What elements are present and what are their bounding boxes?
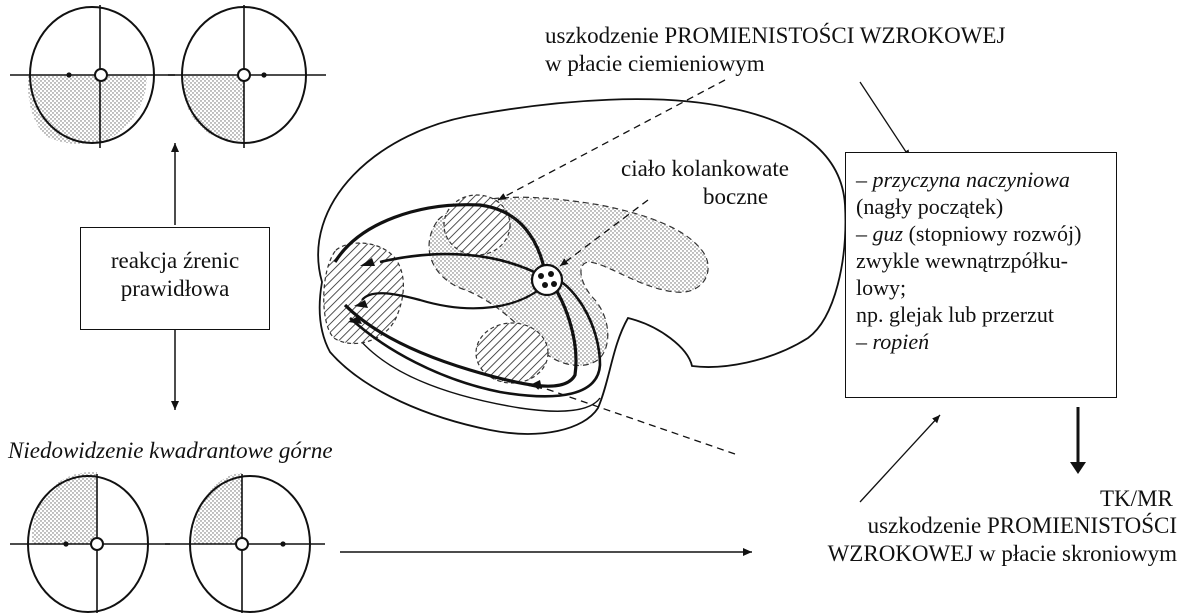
visual-field-bottom-left bbox=[10, 472, 170, 613]
cause-box: – przyczyna naczyniowa(nagły początek)– … bbox=[845, 152, 1117, 398]
cause-main: (nagły początek) bbox=[856, 194, 1003, 219]
cause-line: – przyczyna naczyniowa bbox=[856, 166, 1116, 193]
brain-drawing bbox=[318, 99, 845, 434]
visual-field-top-right bbox=[168, 5, 326, 148]
cause-line: zwykle wewnątrzpółku- bbox=[856, 247, 1116, 274]
cause-main: ropień bbox=[873, 329, 930, 354]
lgn-label-line1: ciało kolankowate bbox=[621, 155, 789, 183]
cause-main: zwykle wewnątrzpółku- bbox=[856, 248, 1068, 273]
visual-field-bottom-right bbox=[165, 473, 325, 613]
temporal-label-line2: WZROKOWEJ w płacie skroniowym bbox=[745, 540, 1177, 568]
parietal-label-line2: w płacie ciemieniowym bbox=[545, 50, 1005, 78]
pupil-line1: reakcja źrenic bbox=[81, 247, 269, 275]
parietal-label-line1: uszkodzenie PROMIENISTOŚCI WZROKOWEJ bbox=[545, 22, 1005, 50]
quadrant-title: Niedowidzenie kwadrantowe górne bbox=[8, 437, 333, 465]
temporal-label-line1: uszkodzenie PROMIENISTOŚCI bbox=[745, 512, 1177, 540]
cause-dash: – bbox=[856, 221, 873, 246]
cause-line: np. glejak lub przerzut bbox=[856, 301, 1116, 328]
cause-dash: – bbox=[856, 167, 873, 192]
parietal-lesion-label: uszkodzenie PROMIENISTOŚCI WZROKOWEJ w p… bbox=[545, 22, 1005, 78]
temporal-lesion-label: uszkodzenie PROMIENISTOŚCI WZROKOWEJ w p… bbox=[745, 512, 1177, 568]
cause-rest: (stopniowy rozwój) bbox=[903, 221, 1081, 246]
cause-line: lowy; bbox=[856, 274, 1116, 301]
cause-main: lowy; bbox=[856, 275, 906, 300]
visual-field-top-left bbox=[10, 5, 175, 148]
pupil-line2: prawidłowa bbox=[81, 275, 269, 303]
arrow-temporal-to-box bbox=[860, 415, 940, 502]
cause-line: (nagły początek) bbox=[856, 193, 1116, 220]
arrow-label-to-box bbox=[860, 82, 910, 158]
lgn-label: ciało kolankowate boczne bbox=[621, 155, 789, 211]
cause-main: np. glejak lub przerzut bbox=[856, 302, 1054, 327]
pupil-reaction-box: reakcja źrenic prawidłowa bbox=[80, 227, 270, 330]
cause-main: przyczyna naczyniowa bbox=[873, 167, 1070, 192]
cause-lines: – przyczyna naczyniowa(nagły początek)– … bbox=[856, 166, 1116, 355]
cause-main: guz bbox=[873, 221, 904, 246]
cause-dash: – bbox=[856, 329, 873, 354]
cause-line: – guz (stopniowy rozwój) bbox=[856, 220, 1116, 247]
cause-line: – ropień bbox=[856, 328, 1116, 355]
lgn-label-line2: boczne bbox=[703, 183, 789, 211]
imaging-label: TK/MR bbox=[1100, 485, 1173, 513]
pointer-temporal bbox=[532, 384, 735, 454]
